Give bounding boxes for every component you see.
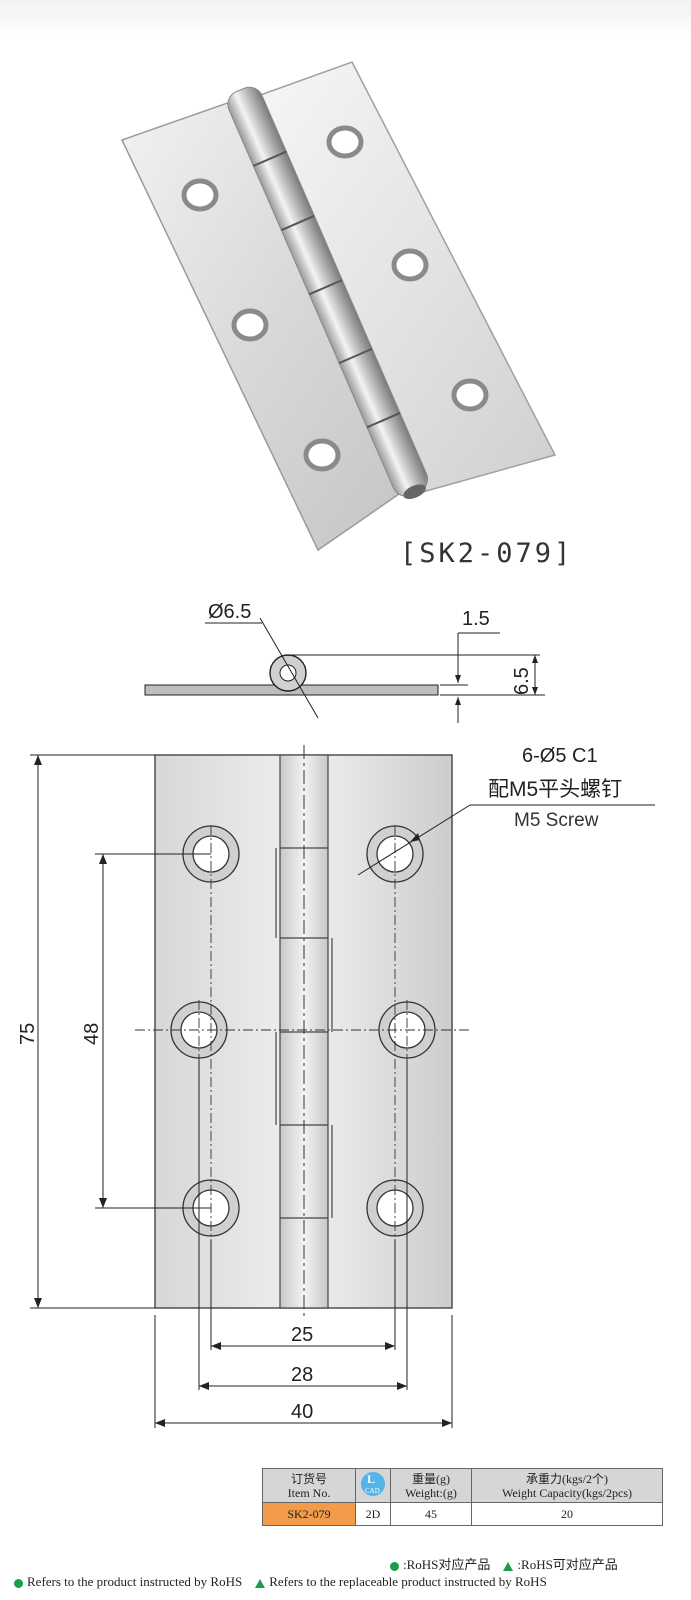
legend-rohs-en: Refers to the product instructed by RoHS xyxy=(27,1574,243,1589)
header-item-en: Item No. xyxy=(287,1485,331,1500)
legend-rohs-alt-en: Refers to the replaceable product instru… xyxy=(269,1574,547,1589)
dim-75: 75 xyxy=(17,1023,39,1045)
hinge-photo xyxy=(120,61,557,552)
dim-25: 25 xyxy=(291,1324,313,1346)
legend-rohs-cn: :RoHS对应产品 xyxy=(403,1557,491,1572)
dim-28: 28 xyxy=(291,1364,313,1386)
header-capacity-cn: 承重力(kgs/2个) xyxy=(526,1471,608,1486)
header-item-cn: 订货号 xyxy=(290,1471,327,1486)
cad-icon-top: L xyxy=(367,1472,376,1486)
rohs-dot-icon-en xyxy=(14,1578,23,1588)
dim-48: 48 xyxy=(81,1023,103,1045)
front-view-drawing: 75 48 25 28 40 6-Ø5 C1 配M5平头螺钉 M5 Screw xyxy=(17,745,655,1428)
legend-en: Refers to the product instructed by RoHS… xyxy=(14,1574,547,1590)
header-item-no: 订货号 Item No. xyxy=(262,1468,356,1503)
dim-40: 40 xyxy=(291,1401,313,1423)
height-label: 6.5 xyxy=(511,667,533,695)
spec-table: 订货号 Item No. L CAD 重量(g) Weight:(g) 承重力(… xyxy=(262,1468,663,1526)
header-weight: 重量(g) Weight:(g) xyxy=(390,1468,472,1503)
cad-type-value: 2D xyxy=(355,1502,391,1526)
rohs-triangle-icon-en xyxy=(255,1578,266,1588)
header-weight-en: Weight:(g) xyxy=(405,1485,457,1500)
part-code-label: [SK2-079] xyxy=(400,538,574,569)
legend-cn: :RoHS对应产品 :RoHS可对应产品 xyxy=(390,1554,618,1573)
spec-data-row: SK2-079 2D 45 20 xyxy=(262,1502,663,1526)
cad-icon-bottom: CAD xyxy=(365,1487,380,1495)
screw-en-label: M5 Screw xyxy=(514,810,599,831)
photo-holes xyxy=(181,125,489,472)
rohs-dot-icon xyxy=(390,1561,399,1571)
item-no-value: SK2-079 xyxy=(262,1502,356,1526)
header-weight-cn: 重量(g) xyxy=(412,1471,450,1486)
header-cad: L CAD xyxy=(355,1468,391,1503)
dia-label: Ø6.5 xyxy=(208,601,251,623)
screw-cn-label: 配M5平头螺钉 xyxy=(488,778,622,801)
legend-rohs-alt-cn: :RoHS可对应产品 xyxy=(517,1557,618,1572)
spec-header-row: 订货号 Item No. L CAD 重量(g) Weight:(g) 承重力(… xyxy=(262,1468,663,1503)
header-capacity: 承重力(kgs/2个) Weight Capacity(kgs/2pcs) xyxy=(471,1468,663,1503)
holes-label: 6-Ø5 C1 xyxy=(522,745,598,767)
rohs-triangle-icon xyxy=(503,1561,514,1571)
weight-value: 45 xyxy=(390,1502,472,1526)
cad-icon: L CAD xyxy=(361,1472,385,1496)
header-capacity-en: Weight Capacity(kgs/2pcs) xyxy=(501,1485,632,1500)
thickness-label: 1.5 xyxy=(462,608,490,630)
top-gradient-band xyxy=(0,0,691,40)
side-view-drawing: Ø6.5 1.5 6.5 xyxy=(144,601,545,723)
capacity-value: 20 xyxy=(471,1502,663,1526)
front-holes xyxy=(170,825,436,1237)
